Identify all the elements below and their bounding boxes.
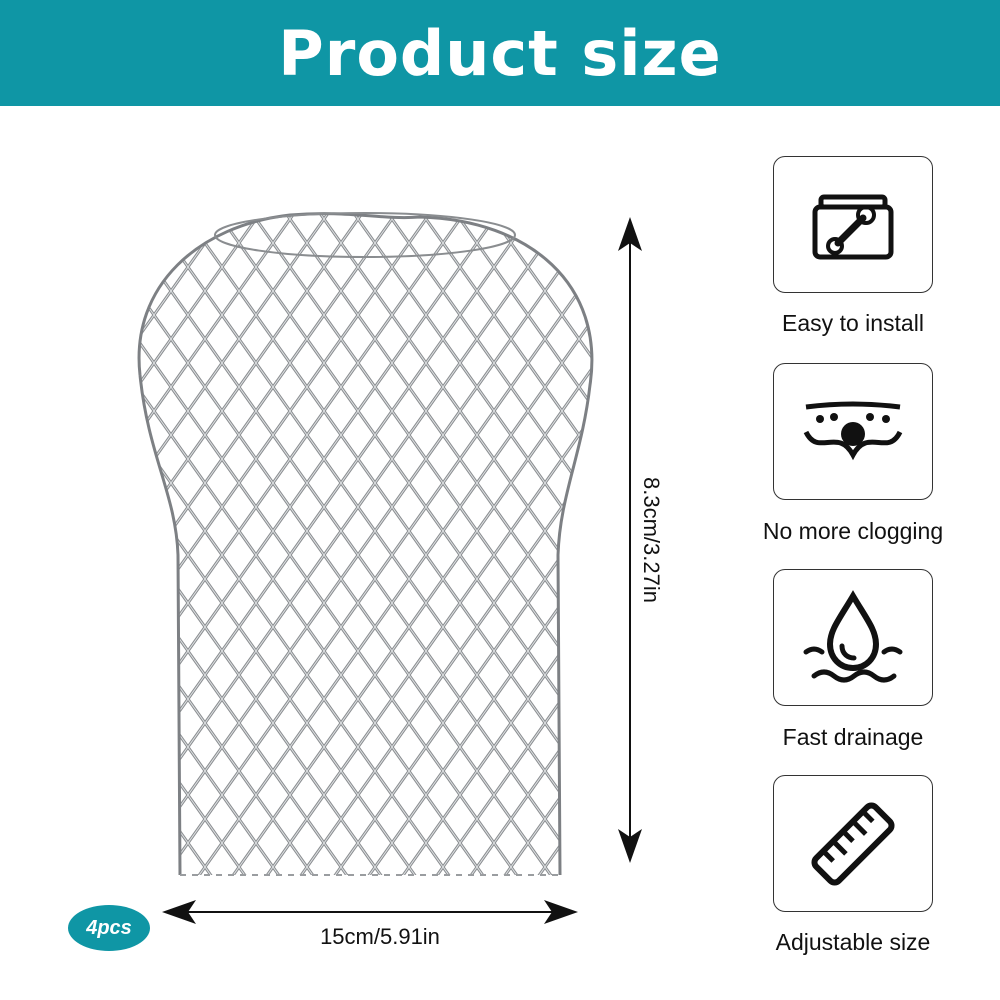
- mesh-strainer-image: [137, 212, 594, 876]
- toolbox-wrench-icon: [812, 194, 894, 259]
- feature-box-adjustable-size: [773, 775, 933, 912]
- feature-label-no-clogging: No more clogging: [762, 518, 944, 544]
- width-label: 15cm/5.91in: [320, 924, 440, 949]
- feature-label-fast-drainage: Fast drainage: [782, 724, 924, 750]
- ruler-icon: [811, 801, 895, 886]
- width-dimension-arrow: [162, 900, 578, 924]
- feature-box-easy-install: [773, 156, 933, 293]
- quantity-badge: 4pcs: [68, 905, 150, 951]
- height-dimension-arrow: [618, 217, 642, 863]
- feature-label-easy-install: Easy to install: [782, 310, 924, 336]
- feature-label-adjustable-size: Adjustable size: [775, 929, 931, 955]
- water-drop-icon: [803, 589, 903, 682]
- banner-title: Product size: [278, 16, 722, 90]
- height-label: 8.3cm/3.27in: [639, 477, 664, 603]
- header-banner: Product size: [0, 0, 1000, 106]
- feature-box-no-clogging: [773, 363, 933, 500]
- clog-free-pipe-icon: [803, 401, 903, 460]
- feature-box-fast-drainage: [773, 569, 933, 706]
